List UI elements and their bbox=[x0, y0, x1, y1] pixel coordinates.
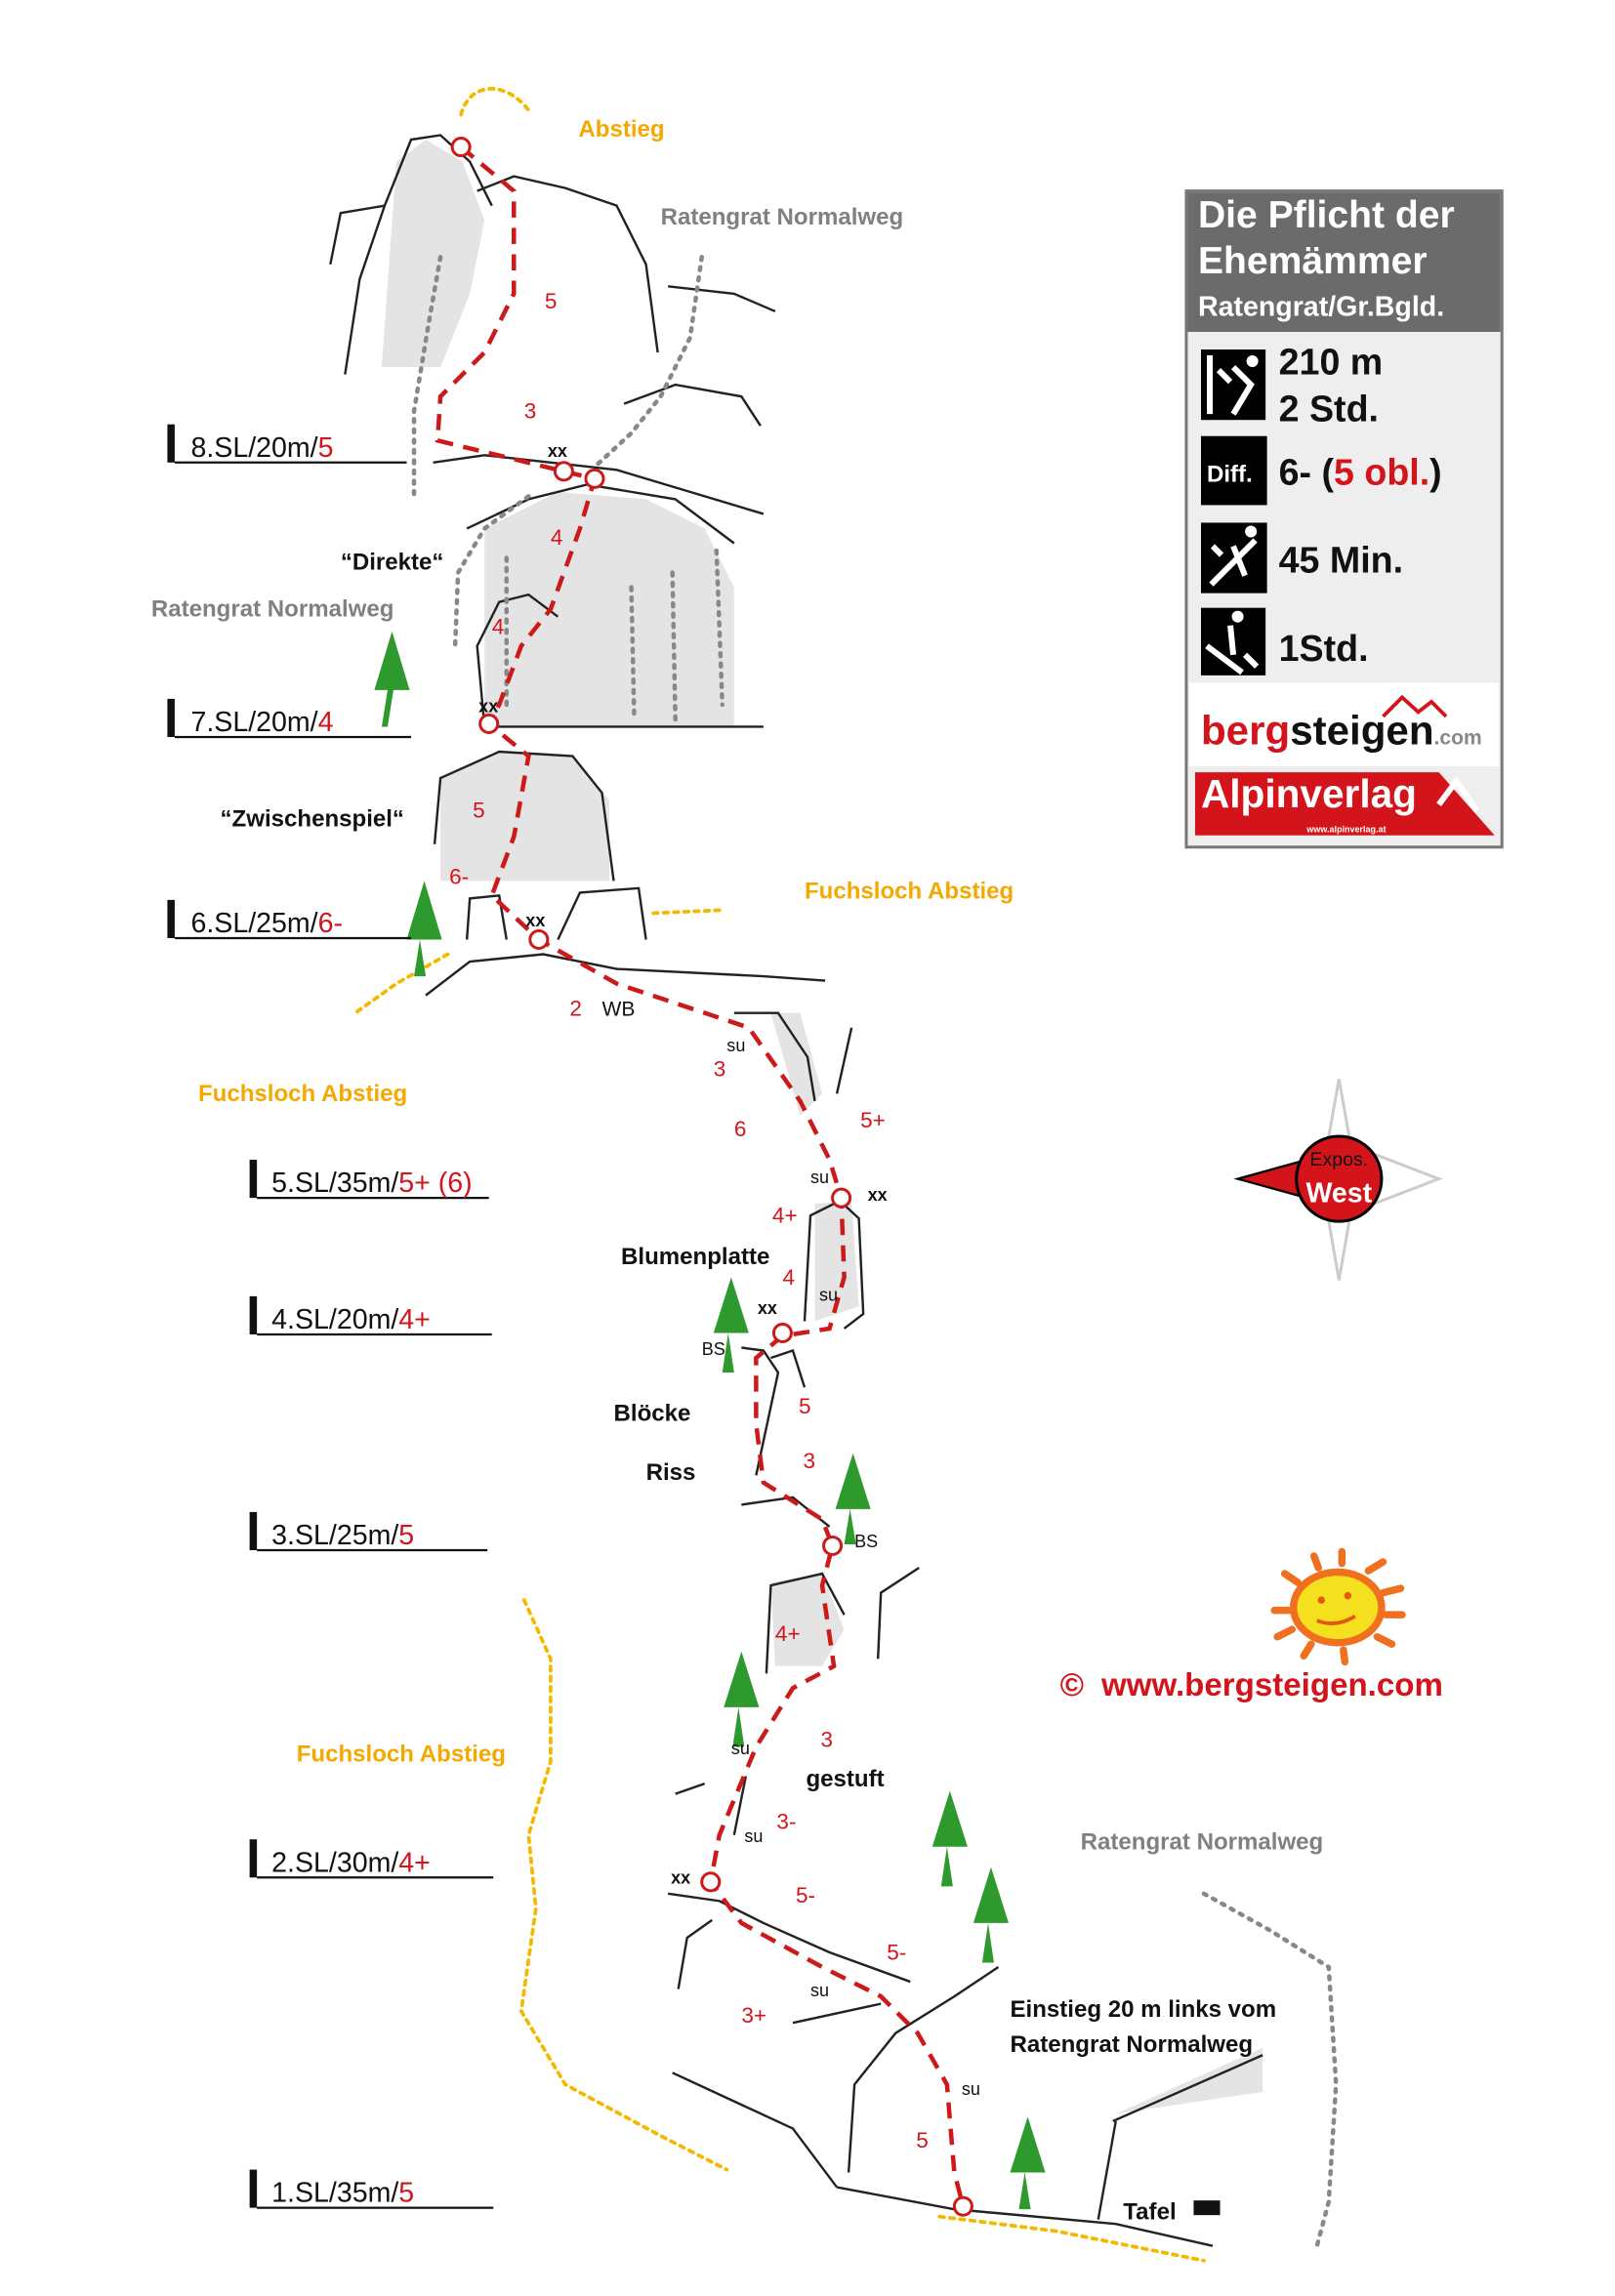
svg-text:5: 5 bbox=[916, 2128, 929, 2152]
abstieg-label: Abstieg bbox=[578, 116, 664, 143]
svg-text:WB: WB bbox=[601, 999, 635, 1021]
svg-text:xx: xx bbox=[758, 1298, 777, 1318]
pitch-7: 7.SL/20m/4 bbox=[167, 698, 412, 739]
svg-text:xx: xx bbox=[868, 1185, 888, 1205]
svg-text:su: su bbox=[744, 1826, 763, 1846]
difficulty-value: 6- (5 obl.) bbox=[1279, 451, 1442, 492]
svg-text:5.SL/35m/5+ (6): 5.SL/35m/5+ (6) bbox=[271, 1168, 473, 1199]
svg-text:su: su bbox=[726, 1036, 745, 1055]
svg-text:5-: 5- bbox=[796, 1883, 815, 1907]
grade-labels: 5 3 4 4 5 6- 2 3 6 5+ 4+ 4 5 3 4+ 3 3- 5- 5- 3+ 5 bbox=[449, 289, 929, 2152]
svg-text:West: West bbox=[1305, 1178, 1372, 1210]
difficulty-icon bbox=[1200, 435, 1267, 506]
info-box: Die Pflicht der Ehemämmer Ratengrat/Gr.B… bbox=[1184, 189, 1504, 849]
descent-time: 1Std. bbox=[1279, 628, 1369, 669]
tafel-label: Tafel bbox=[1123, 2199, 1176, 2226]
svg-text:su: su bbox=[810, 1168, 829, 1187]
svg-text:5-: 5- bbox=[887, 1941, 906, 1965]
svg-text:5: 5 bbox=[799, 1394, 811, 1418]
fuchsloch-label-3: Fuchsloch Abstieg bbox=[297, 1742, 506, 1768]
svg-text:5: 5 bbox=[473, 799, 485, 823]
svg-text:BS: BS bbox=[854, 1532, 878, 1551]
svg-text:4.SL/20m/4+: 4.SL/20m/4+ bbox=[271, 1304, 431, 1335]
riss-label: Riss bbox=[646, 1459, 696, 1486]
einstieg-label-2: Ratengrat Normalweg bbox=[1011, 2031, 1254, 2058]
alpinverlag-url: www.alpinverlag.at bbox=[1305, 825, 1386, 835]
svg-text:4+: 4+ bbox=[772, 1204, 798, 1228]
direkte-label: “Direkte“ bbox=[341, 550, 444, 576]
route-title-1: Die Pflicht der bbox=[1198, 194, 1455, 236]
svg-text:4: 4 bbox=[782, 1265, 795, 1290]
compass-exposure: Expos. West bbox=[1233, 1079, 1443, 1281]
tafel-sign bbox=[1193, 2200, 1221, 2216]
svg-text:3: 3 bbox=[524, 399, 537, 424]
copyright-url[interactable]: ©www.bergsteigen.com bbox=[1060, 1667, 1443, 1703]
svg-text:3: 3 bbox=[714, 1056, 726, 1081]
svg-text:3+: 3+ bbox=[741, 2003, 766, 2028]
svg-text:BS: BS bbox=[702, 1339, 725, 1359]
pitch-5: 5.SL/35m/5+ (6) bbox=[249, 1160, 489, 1200]
svg-text:6: 6 bbox=[734, 1117, 747, 1141]
bergsteigen-logo: bergsteigen.com bbox=[1201, 708, 1482, 754]
tree-icons bbox=[374, 631, 1046, 2210]
svg-text:4: 4 bbox=[551, 525, 563, 550]
svg-text:7.SL/20m/4: 7.SL/20m/4 bbox=[190, 707, 333, 738]
sun-icon bbox=[1270, 1547, 1406, 1666]
svg-text:2: 2 bbox=[569, 997, 582, 1021]
svg-text:3-: 3- bbox=[776, 1810, 796, 1834]
svg-text:su: su bbox=[731, 1739, 750, 1758]
pitch-6: 6.SL/25m/6- bbox=[167, 899, 412, 940]
svg-text:Expos.: Expos. bbox=[1309, 1149, 1368, 1170]
einstieg-label-1: Einstieg 20 m links vom bbox=[1011, 1996, 1277, 2023]
svg-text:2.SL/30m/4+: 2.SL/30m/4+ bbox=[271, 1847, 431, 1878]
route-duration: 2 Std. bbox=[1279, 389, 1379, 430]
svg-text:4: 4 bbox=[492, 615, 505, 639]
svg-text:xx: xx bbox=[671, 1867, 690, 1887]
svg-text:4+: 4+ bbox=[775, 1621, 801, 1646]
fuchsloch-label-1: Fuchsloch Abstieg bbox=[805, 878, 1014, 904]
svg-text:6.SL/25m/6-: 6.SL/25m/6- bbox=[190, 908, 343, 939]
svg-text:8.SL/20m/5: 8.SL/20m/5 bbox=[190, 432, 333, 464]
approach-time: 45 Min. bbox=[1279, 540, 1403, 581]
svg-text:6-: 6- bbox=[449, 864, 469, 888]
svg-text:5+: 5+ bbox=[860, 1108, 886, 1132]
svg-text:su: su bbox=[819, 1285, 838, 1304]
svg-text:Diff.: Diff. bbox=[1207, 461, 1253, 487]
pitch-1: 1.SL/35m/5 bbox=[249, 2169, 494, 2209]
svg-text:xx: xx bbox=[478, 696, 498, 716]
svg-text:3.SL/25m/5: 3.SL/25m/5 bbox=[271, 1520, 414, 1551]
bloecke-label: Blöcke bbox=[614, 1401, 691, 1427]
route-title-2: Ehemämmer bbox=[1198, 240, 1428, 282]
route-location: Ratengrat/Gr.Bgld. bbox=[1198, 291, 1444, 322]
rock-outlines bbox=[329, 134, 1263, 2247]
svg-text:3: 3 bbox=[803, 1449, 815, 1473]
pitch-2: 2.SL/30m/4+ bbox=[249, 1839, 494, 1879]
svg-text:5: 5 bbox=[545, 289, 558, 313]
descent-paths bbox=[353, 87, 1339, 2263]
normalweg-label-left: Ratengrat Normalweg bbox=[151, 596, 394, 623]
blumenplatte-label: Blumenplatte bbox=[621, 1244, 769, 1270]
normalweg-label-bottom: Ratengrat Normalweg bbox=[1081, 1829, 1324, 1856]
svg-text:su: su bbox=[962, 2079, 980, 2099]
svg-text:su: su bbox=[810, 1981, 829, 2000]
pitch-labels: 8.SL/20m/5 7.SL/20m/4 6.SL/25m/6- 5.SL/3… bbox=[167, 424, 494, 2209]
svg-text:3: 3 bbox=[821, 1727, 834, 1751]
svg-text:1.SL/35m/5: 1.SL/35m/5 bbox=[271, 2178, 414, 2209]
route-length: 210 m bbox=[1279, 342, 1384, 383]
alpinverlag-logo: Alpinverlag bbox=[1201, 771, 1417, 816]
gestuft-label: gestuft bbox=[806, 1766, 884, 1792]
fuchsloch-label-2: Fuchsloch Abstieg bbox=[198, 1081, 407, 1107]
normalweg-label-top: Ratengrat Normalweg bbox=[661, 204, 904, 230]
pitch-8: 8.SL/20m/5 bbox=[167, 424, 407, 464]
belay-stations bbox=[450, 136, 973, 2217]
route-markers: xx xx xx xx xx xx WB BS BS su su su su s… bbox=[478, 441, 980, 2099]
pitch-4: 4.SL/20m/4+ bbox=[249, 1295, 492, 1336]
svg-text:xx: xx bbox=[548, 441, 567, 461]
pitch-3: 3.SL/25m/5 bbox=[249, 1511, 488, 1552]
zwischenspiel-label: “Zwischenspiel“ bbox=[221, 806, 404, 833]
svg-text:xx: xx bbox=[525, 911, 545, 930]
